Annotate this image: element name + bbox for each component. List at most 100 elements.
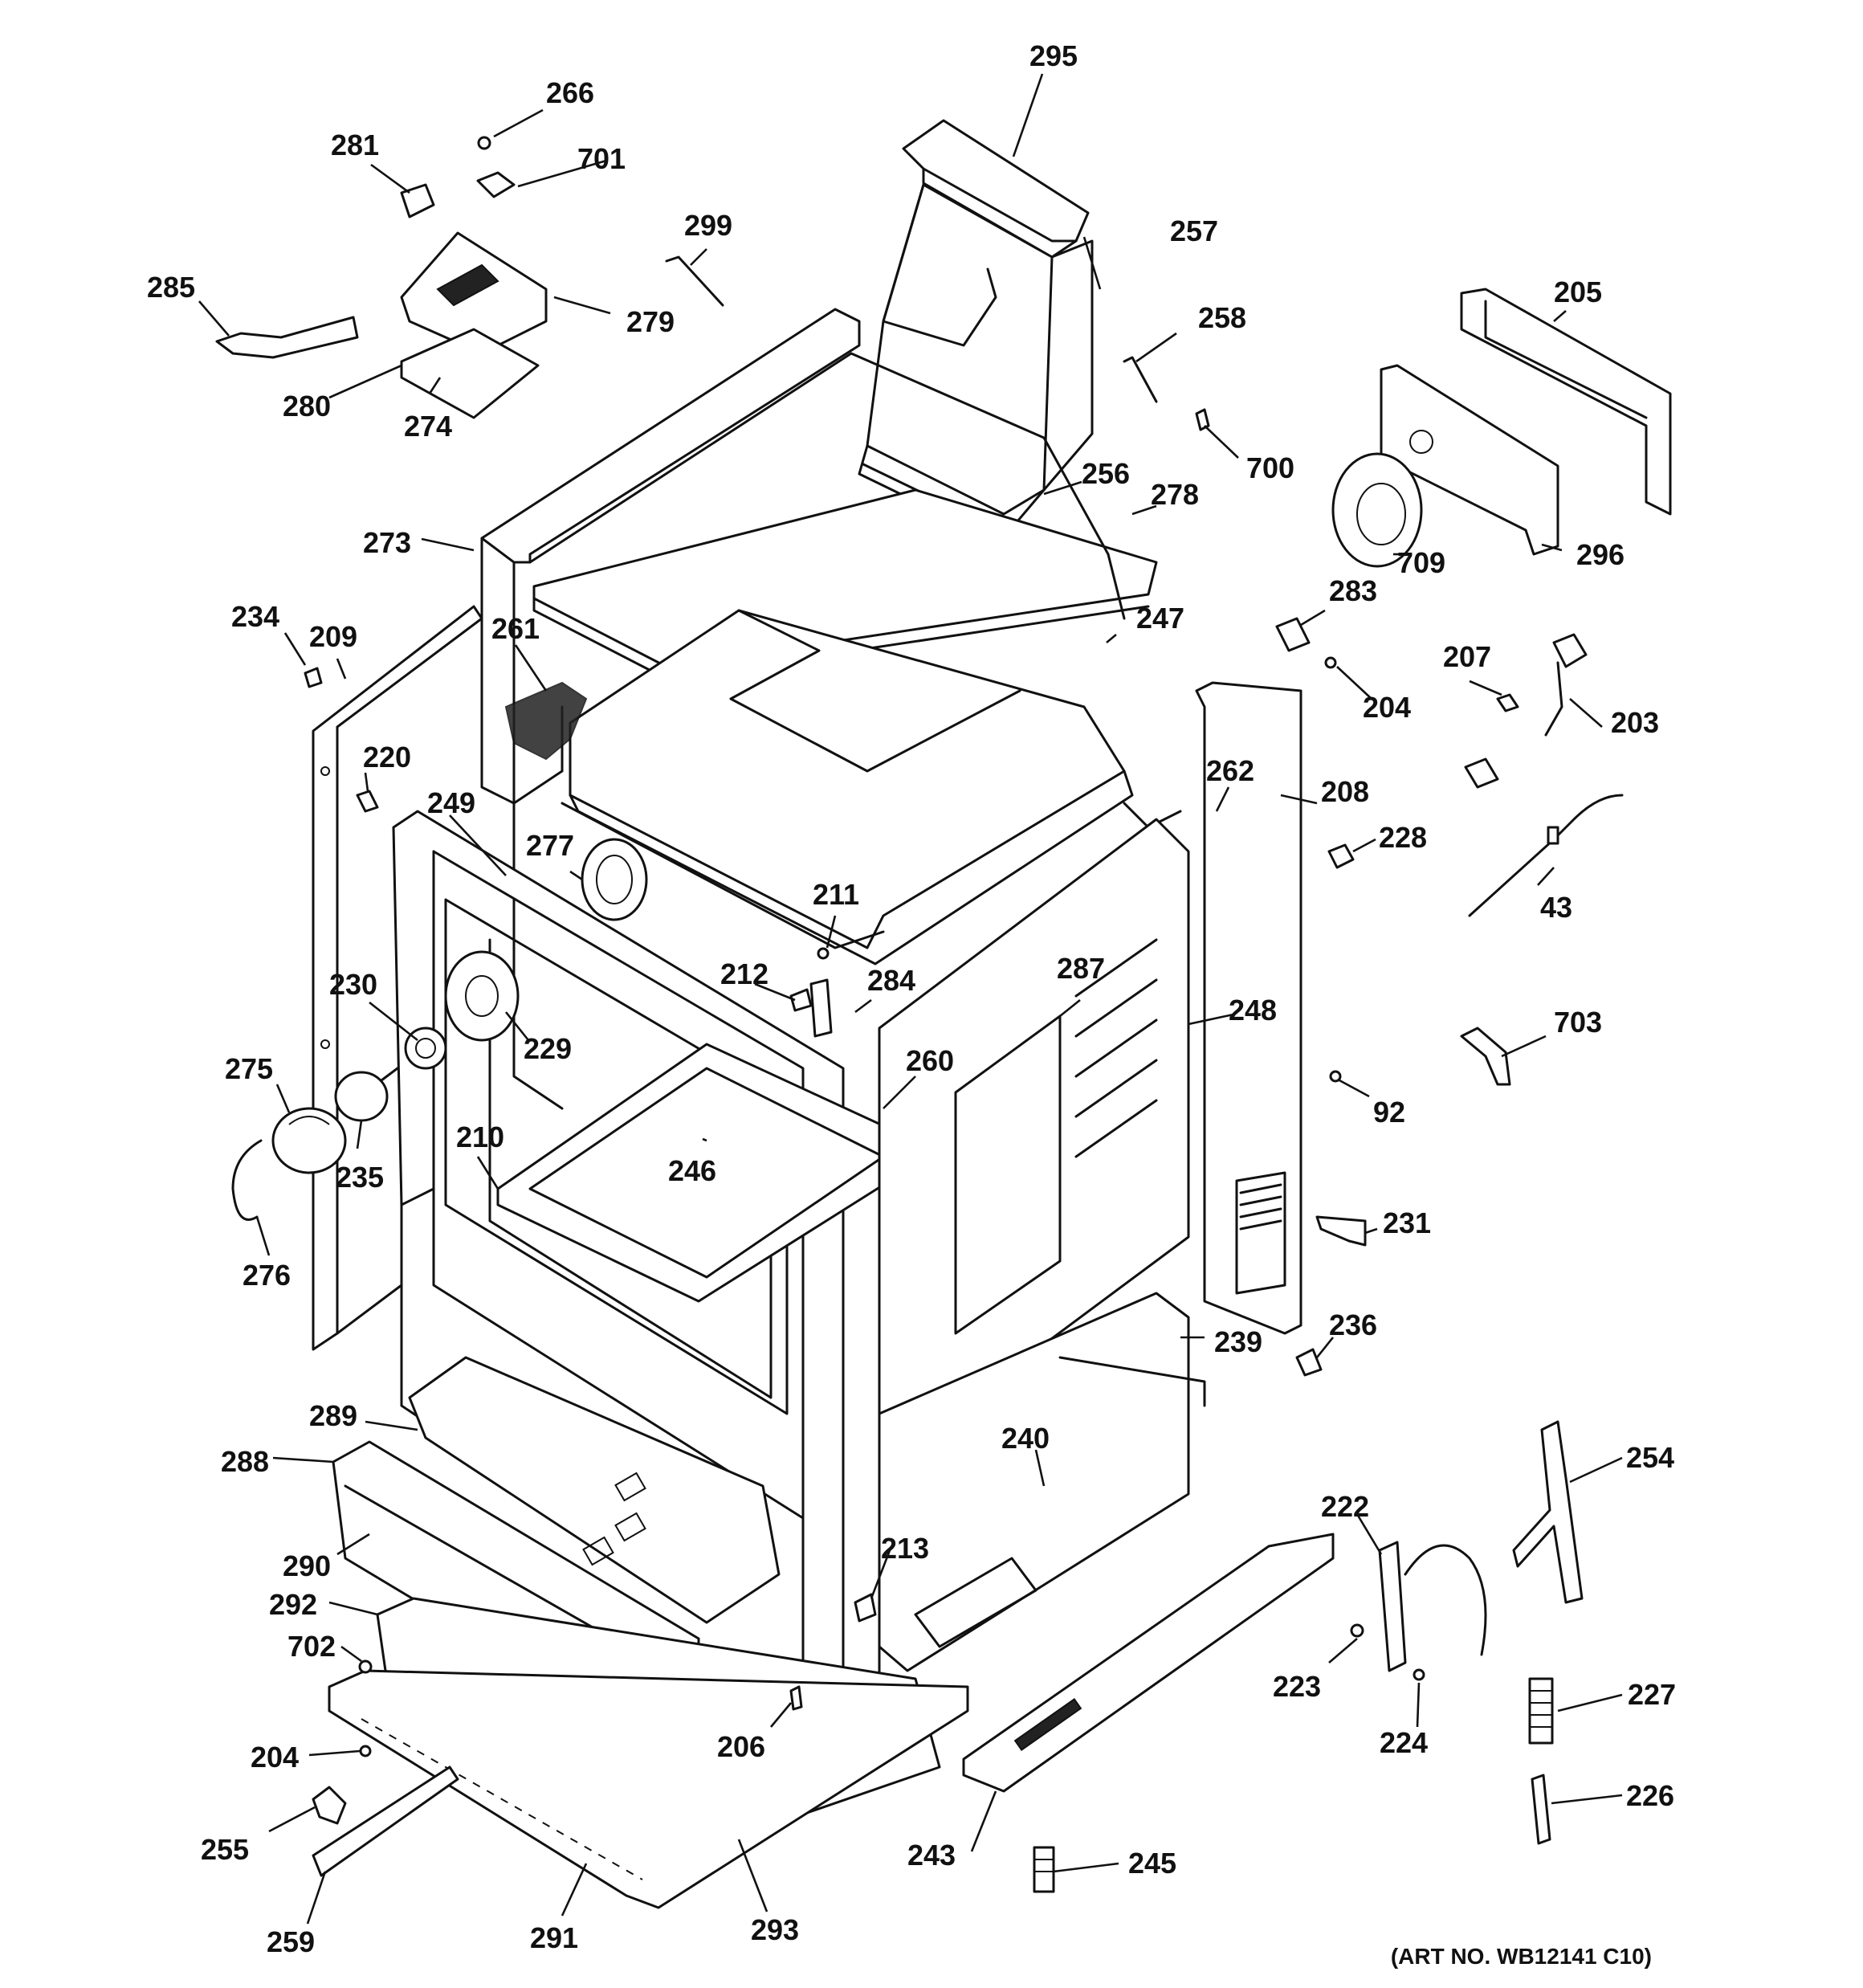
callout-240: 240 (1001, 1422, 1050, 1455)
part-254-hinge (1512, 1420, 1584, 1604)
callout-702: 702 (287, 1630, 336, 1663)
callout-labels: 295 266 281 701 299 257 205 285 279 258 … (147, 39, 1676, 1958)
part-700-clip (1195, 408, 1210, 431)
part-229-ring (444, 950, 520, 1042)
part-701-clip (476, 171, 516, 198)
part-222-hinge (1378, 1541, 1487, 1672)
callout-224: 224 (1380, 1726, 1428, 1759)
callout-230: 230 (329, 968, 377, 1001)
callout-248: 248 (1229, 994, 1277, 1027)
part-211-screw (817, 947, 830, 960)
callout-236: 236 (1329, 1308, 1377, 1341)
callout-278: 278 (1151, 478, 1199, 511)
part-235-bulb (334, 1067, 399, 1122)
callout-212: 212 (720, 957, 768, 990)
callout-203: 203 (1611, 706, 1659, 739)
part-204-screw-lower (359, 1745, 372, 1757)
part-227-spring (1528, 1677, 1554, 1745)
callout-709: 709 (1397, 546, 1445, 579)
callout-255: 255 (201, 1833, 249, 1866)
part-207-connector (1496, 693, 1519, 712)
callout-700: 700 (1246, 451, 1294, 484)
callout-210: 210 (456, 1121, 504, 1153)
part-275-cover (271, 1107, 347, 1174)
part-277-ring (581, 838, 648, 921)
part-245-leveler (1033, 1846, 1055, 1893)
part-273-oven-top (480, 308, 1126, 805)
part-harness-plug (1464, 757, 1499, 789)
part-205-back-panel (1460, 288, 1672, 516)
callout-209: 209 (309, 620, 357, 653)
callout-274: 274 (404, 410, 452, 443)
part-258-clamp (1123, 356, 1158, 403)
part-276-wire (231, 1139, 263, 1221)
callout-243: 243 (907, 1839, 956, 1872)
part-236-bracket (1295, 1348, 1323, 1377)
callout-288: 288 (221, 1445, 269, 1478)
callout-276: 276 (243, 1259, 291, 1292)
callout-259: 259 (267, 1925, 315, 1958)
callout-208: 208 (1321, 775, 1369, 808)
callout-289: 289 (309, 1399, 357, 1432)
callout-206: 206 (717, 1730, 765, 1763)
callout-222: 222 (1321, 1490, 1369, 1523)
callout-260: 260 (906, 1044, 954, 1077)
part-203-harness (1544, 633, 1588, 737)
callout-280: 280 (283, 390, 331, 423)
part-224-screw (1413, 1668, 1425, 1681)
callout-296: 296 (1576, 538, 1625, 571)
callout-266: 266 (546, 76, 594, 109)
part-285-bracket (215, 316, 359, 359)
part-226-link (1531, 1774, 1551, 1845)
part-702-screw (358, 1659, 373, 1674)
part-257-flue-duct (858, 183, 1094, 544)
part-283-bracket (1275, 617, 1311, 652)
part-223-screw (1350, 1623, 1364, 1638)
callout-207: 207 (1443, 640, 1491, 673)
callout-204-upper: 204 (1363, 691, 1411, 724)
callout-283: 283 (1329, 574, 1377, 607)
part-299-rod (665, 255, 724, 307)
part-43-sensor (1468, 794, 1624, 917)
callout-257: 257 (1170, 214, 1218, 247)
callout-287: 287 (1057, 952, 1105, 985)
callout-43: 43 (1540, 891, 1572, 924)
callout-246: 246 (668, 1154, 716, 1187)
part-279-valve-assembly (400, 231, 548, 419)
part-204-screw (1324, 656, 1337, 669)
callout-258: 258 (1198, 301, 1246, 334)
callout-92: 92 (1373, 1096, 1405, 1129)
callout-227: 227 (1628, 1678, 1676, 1711)
callout-254: 254 (1626, 1441, 1674, 1474)
part-213-clip (854, 1593, 877, 1623)
callout-261: 261 (491, 612, 540, 645)
callout-220: 220 (363, 741, 411, 774)
callout-275: 275 (225, 1052, 273, 1085)
part-278-top-panel (532, 488, 1158, 680)
part-291-293-base-pan (328, 1669, 969, 1909)
callout-284: 284 (867, 964, 915, 997)
callout-290: 290 (283, 1549, 331, 1582)
part-289-broiler (408, 1356, 781, 1624)
part-220-clip (356, 790, 379, 813)
callout-229: 229 (524, 1032, 572, 1065)
part-259-rail (312, 1766, 459, 1877)
callout-703: 703 (1554, 1006, 1602, 1039)
part-oven-cavity (512, 609, 1182, 1110)
callout-262: 262 (1206, 754, 1254, 787)
callout-249: 249 (427, 786, 475, 819)
callout-204-lower: 204 (251, 1741, 299, 1774)
parts-artwork (215, 119, 1672, 1909)
part-284-bracket (809, 978, 833, 1038)
callout-277: 277 (526, 829, 574, 862)
callout-701: 701 (577, 142, 626, 175)
callout-285: 285 (147, 271, 195, 304)
callout-223: 223 (1273, 1670, 1321, 1703)
part-208-side-rail (1195, 681, 1302, 1335)
part-234-clip (304, 667, 323, 688)
callout-273: 273 (363, 526, 411, 559)
part-709-vent-cap (1331, 452, 1423, 568)
callout-247: 247 (1136, 602, 1184, 635)
callout-205: 205 (1554, 276, 1602, 308)
part-266-screw (477, 136, 491, 150)
